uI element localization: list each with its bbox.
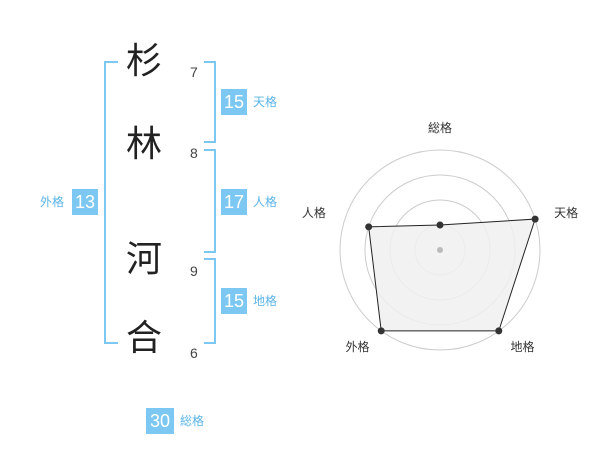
name-char-2: 林	[125, 124, 162, 165]
stroke-count-2: 8	[190, 145, 198, 161]
radar-axis-label-4: 外格	[345, 339, 369, 354]
gaikaku-label: 外格	[40, 195, 65, 209]
gaikaku-bracket	[104, 61, 118, 344]
chikaku-value: 15	[221, 288, 247, 314]
jinkaku-value: 17	[221, 189, 247, 215]
stroke-count-4: 6	[190, 345, 198, 361]
radar-axis-label-1: 総格	[428, 120, 452, 135]
radar-point-2	[531, 215, 539, 223]
radar-axis-label-5: 人格	[302, 205, 326, 220]
chikaku-label: 地格	[253, 294, 278, 308]
radar-center	[437, 247, 443, 253]
soukaku-value: 30	[146, 408, 174, 434]
tenkaku-label: 天格	[253, 95, 278, 109]
radar-ring	[339, 149, 541, 351]
stroke-count-1: 7	[190, 64, 198, 80]
soukaku-label: 総格	[180, 414, 205, 428]
jinkaku-label: 人格	[253, 195, 278, 209]
jinkaku-bracket	[204, 149, 216, 253]
radar-point-1	[436, 221, 444, 229]
tenkaku-value: 15	[221, 89, 247, 115]
radar-axis-label-3: 地格	[511, 339, 535, 354]
name-char-3: 河	[125, 239, 162, 280]
radar-point-3	[495, 327, 503, 335]
radar-polygon	[368, 218, 536, 332]
stroke-count-3: 9	[190, 263, 198, 279]
name-char-1: 杉	[125, 41, 162, 82]
radar-axis-label-2: 天格	[554, 205, 578, 220]
radar-point-4	[377, 327, 385, 335]
tenkaku-bracket	[204, 61, 216, 143]
name-char-4: 合	[125, 318, 162, 359]
chikaku-bracket	[204, 258, 216, 344]
radar-point-5	[365, 223, 373, 231]
gaikaku-value: 13	[72, 189, 98, 215]
